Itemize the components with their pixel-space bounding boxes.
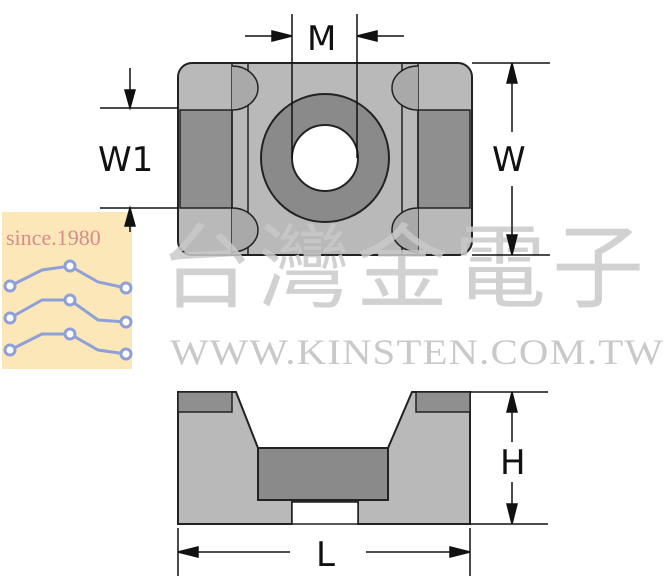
watermark-since-text: since.1980 bbox=[6, 225, 101, 250]
dimension-m bbox=[245, 14, 404, 158]
side-view bbox=[177, 391, 471, 525]
dimension-m-label: M bbox=[307, 19, 336, 59]
screw-hole bbox=[291, 124, 359, 192]
watermark-logo: since.1980 bbox=[2, 212, 133, 369]
right-slot-face bbox=[417, 109, 471, 209]
corner-arc-bottom-left bbox=[231, 207, 259, 253]
top-view bbox=[177, 62, 473, 256]
dimension-l-label: L bbox=[316, 535, 335, 575]
corner-arc-bottom-right bbox=[391, 207, 419, 253]
dimension-h-label: H bbox=[500, 443, 526, 483]
watermark-company-url: WWW.KINSTEN.COM.TW bbox=[170, 332, 664, 372]
dimension-h bbox=[470, 391, 548, 525]
watermark-company-cn: 台灣金電子 bbox=[160, 215, 650, 322]
dimension-w1-label: W1 bbox=[98, 140, 153, 180]
corner-arc-top-left bbox=[231, 65, 259, 111]
side-view-slot bbox=[291, 501, 359, 525]
dimension-w-label: W bbox=[492, 140, 526, 180]
dimension-l bbox=[177, 528, 471, 576]
dimension-w bbox=[472, 62, 550, 256]
watermark: since.1980 台灣金電子 WWW.KINSTEN.COM.TW bbox=[2, 212, 664, 372]
left-slot-face bbox=[179, 109, 233, 209]
side-view-channel bbox=[257, 447, 389, 501]
corner-arc-top-right bbox=[391, 65, 419, 111]
dimension-w1 bbox=[100, 68, 178, 232]
